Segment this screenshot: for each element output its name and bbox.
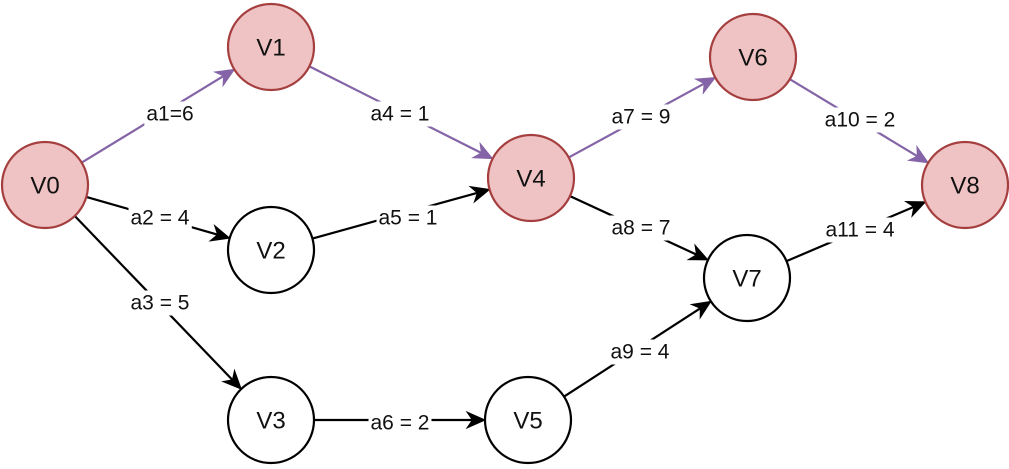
edge-label-background	[128, 290, 192, 316]
edge-label-text: a6 = 2	[371, 412, 430, 435]
node-label: V8	[950, 173, 979, 200]
node-circle	[226, 375, 316, 465]
edge-label-a3: a3 = 5	[128, 290, 192, 316]
node-v6[interactable]: V6	[708, 12, 798, 102]
node-v1[interactable]: V1	[226, 2, 316, 92]
edge-label-text: a4 = 1	[371, 103, 430, 126]
arrowhead-icon	[465, 410, 487, 430]
node-v2[interactable]: V2	[226, 205, 316, 295]
edge-label-background	[823, 217, 897, 243]
arrowhead-icon	[686, 243, 710, 261]
node-label: V3	[256, 408, 285, 435]
edge-label-a5: a5 = 1	[376, 205, 440, 231]
edge-label-text: a7 = 9	[612, 106, 671, 129]
edge-label-background	[822, 107, 898, 133]
edge-label-text: a2 = 4	[131, 207, 190, 230]
arrowhead-icon	[471, 141, 494, 160]
edge-label-a9: a9 = 4	[608, 339, 672, 365]
node-circle	[708, 12, 798, 102]
edge-label-background	[128, 205, 192, 231]
edge-label-text: a1=6	[146, 103, 193, 126]
node-circle	[486, 133, 576, 223]
arrowhead-icon	[212, 68, 236, 88]
edge-label-background	[609, 215, 673, 241]
node-v4[interactable]: V4	[486, 133, 576, 223]
arrowhead-icon	[689, 300, 712, 320]
edge-label-a7: a7 = 9	[609, 104, 673, 130]
edge-label-text: a5 = 1	[379, 207, 438, 230]
node-label: V5	[513, 408, 542, 435]
node-circle	[226, 205, 316, 295]
edge-label-text: a9 = 4	[611, 341, 670, 364]
edge-label-background	[608, 339, 672, 365]
node-label: V1	[256, 35, 285, 62]
node-v5[interactable]: V5	[483, 375, 573, 465]
node-label: V7	[732, 266, 761, 293]
node-circle	[920, 140, 1009, 230]
edge-label-text: a3 = 5	[131, 292, 190, 315]
node-label: V0	[30, 173, 59, 200]
edge-label-a8: a8 = 7	[609, 215, 673, 241]
edge-label-text: a10 = 2	[825, 109, 896, 132]
edge-label-a11: a11 = 4	[823, 217, 897, 243]
edge-label-background	[368, 410, 432, 436]
arrowhead-icon	[904, 201, 927, 218]
edge-label-a6: a6 = 2	[368, 410, 432, 436]
edges-layer	[74, 65, 930, 430]
edge-label-a1: a1=6	[144, 101, 196, 127]
node-circle	[0, 140, 90, 230]
node-circle	[226, 2, 316, 92]
node-v7[interactable]: V7	[702, 233, 792, 323]
edge-label-a10: a10 = 2	[822, 107, 898, 133]
edge-label-text: a11 = 4	[825, 219, 894, 242]
edge-label-a4: a4 = 1	[368, 101, 432, 127]
node-label: V4	[516, 166, 545, 193]
arrowhead-icon	[208, 223, 231, 242]
edge-label-a2: a2 = 4	[128, 205, 192, 231]
edge-label-background	[376, 205, 440, 231]
arrowhead-icon	[906, 144, 930, 164]
node-v8[interactable]: V8	[920, 140, 1009, 230]
node-circle	[702, 233, 792, 323]
node-label: V2	[256, 238, 285, 265]
edge-labels-layer: a1=6 a2 = 4 a3 = 5 a4 = 1 a5 = 1 a6 = 2 a7 = 9…	[128, 101, 898, 436]
node-v3[interactable]: V3	[226, 375, 316, 465]
edge-label-background	[609, 104, 673, 130]
node-label: V6	[738, 45, 767, 72]
arrowhead-icon	[468, 185, 491, 204]
edge-label-background	[144, 101, 196, 127]
arrowhead-icon	[693, 76, 717, 95]
edge-label-background	[368, 101, 432, 127]
node-v0[interactable]: V0	[0, 140, 90, 230]
edge-label-text: a8 = 7	[612, 217, 671, 240]
node-circle	[483, 375, 573, 465]
arrowhead-icon	[221, 368, 243, 390]
